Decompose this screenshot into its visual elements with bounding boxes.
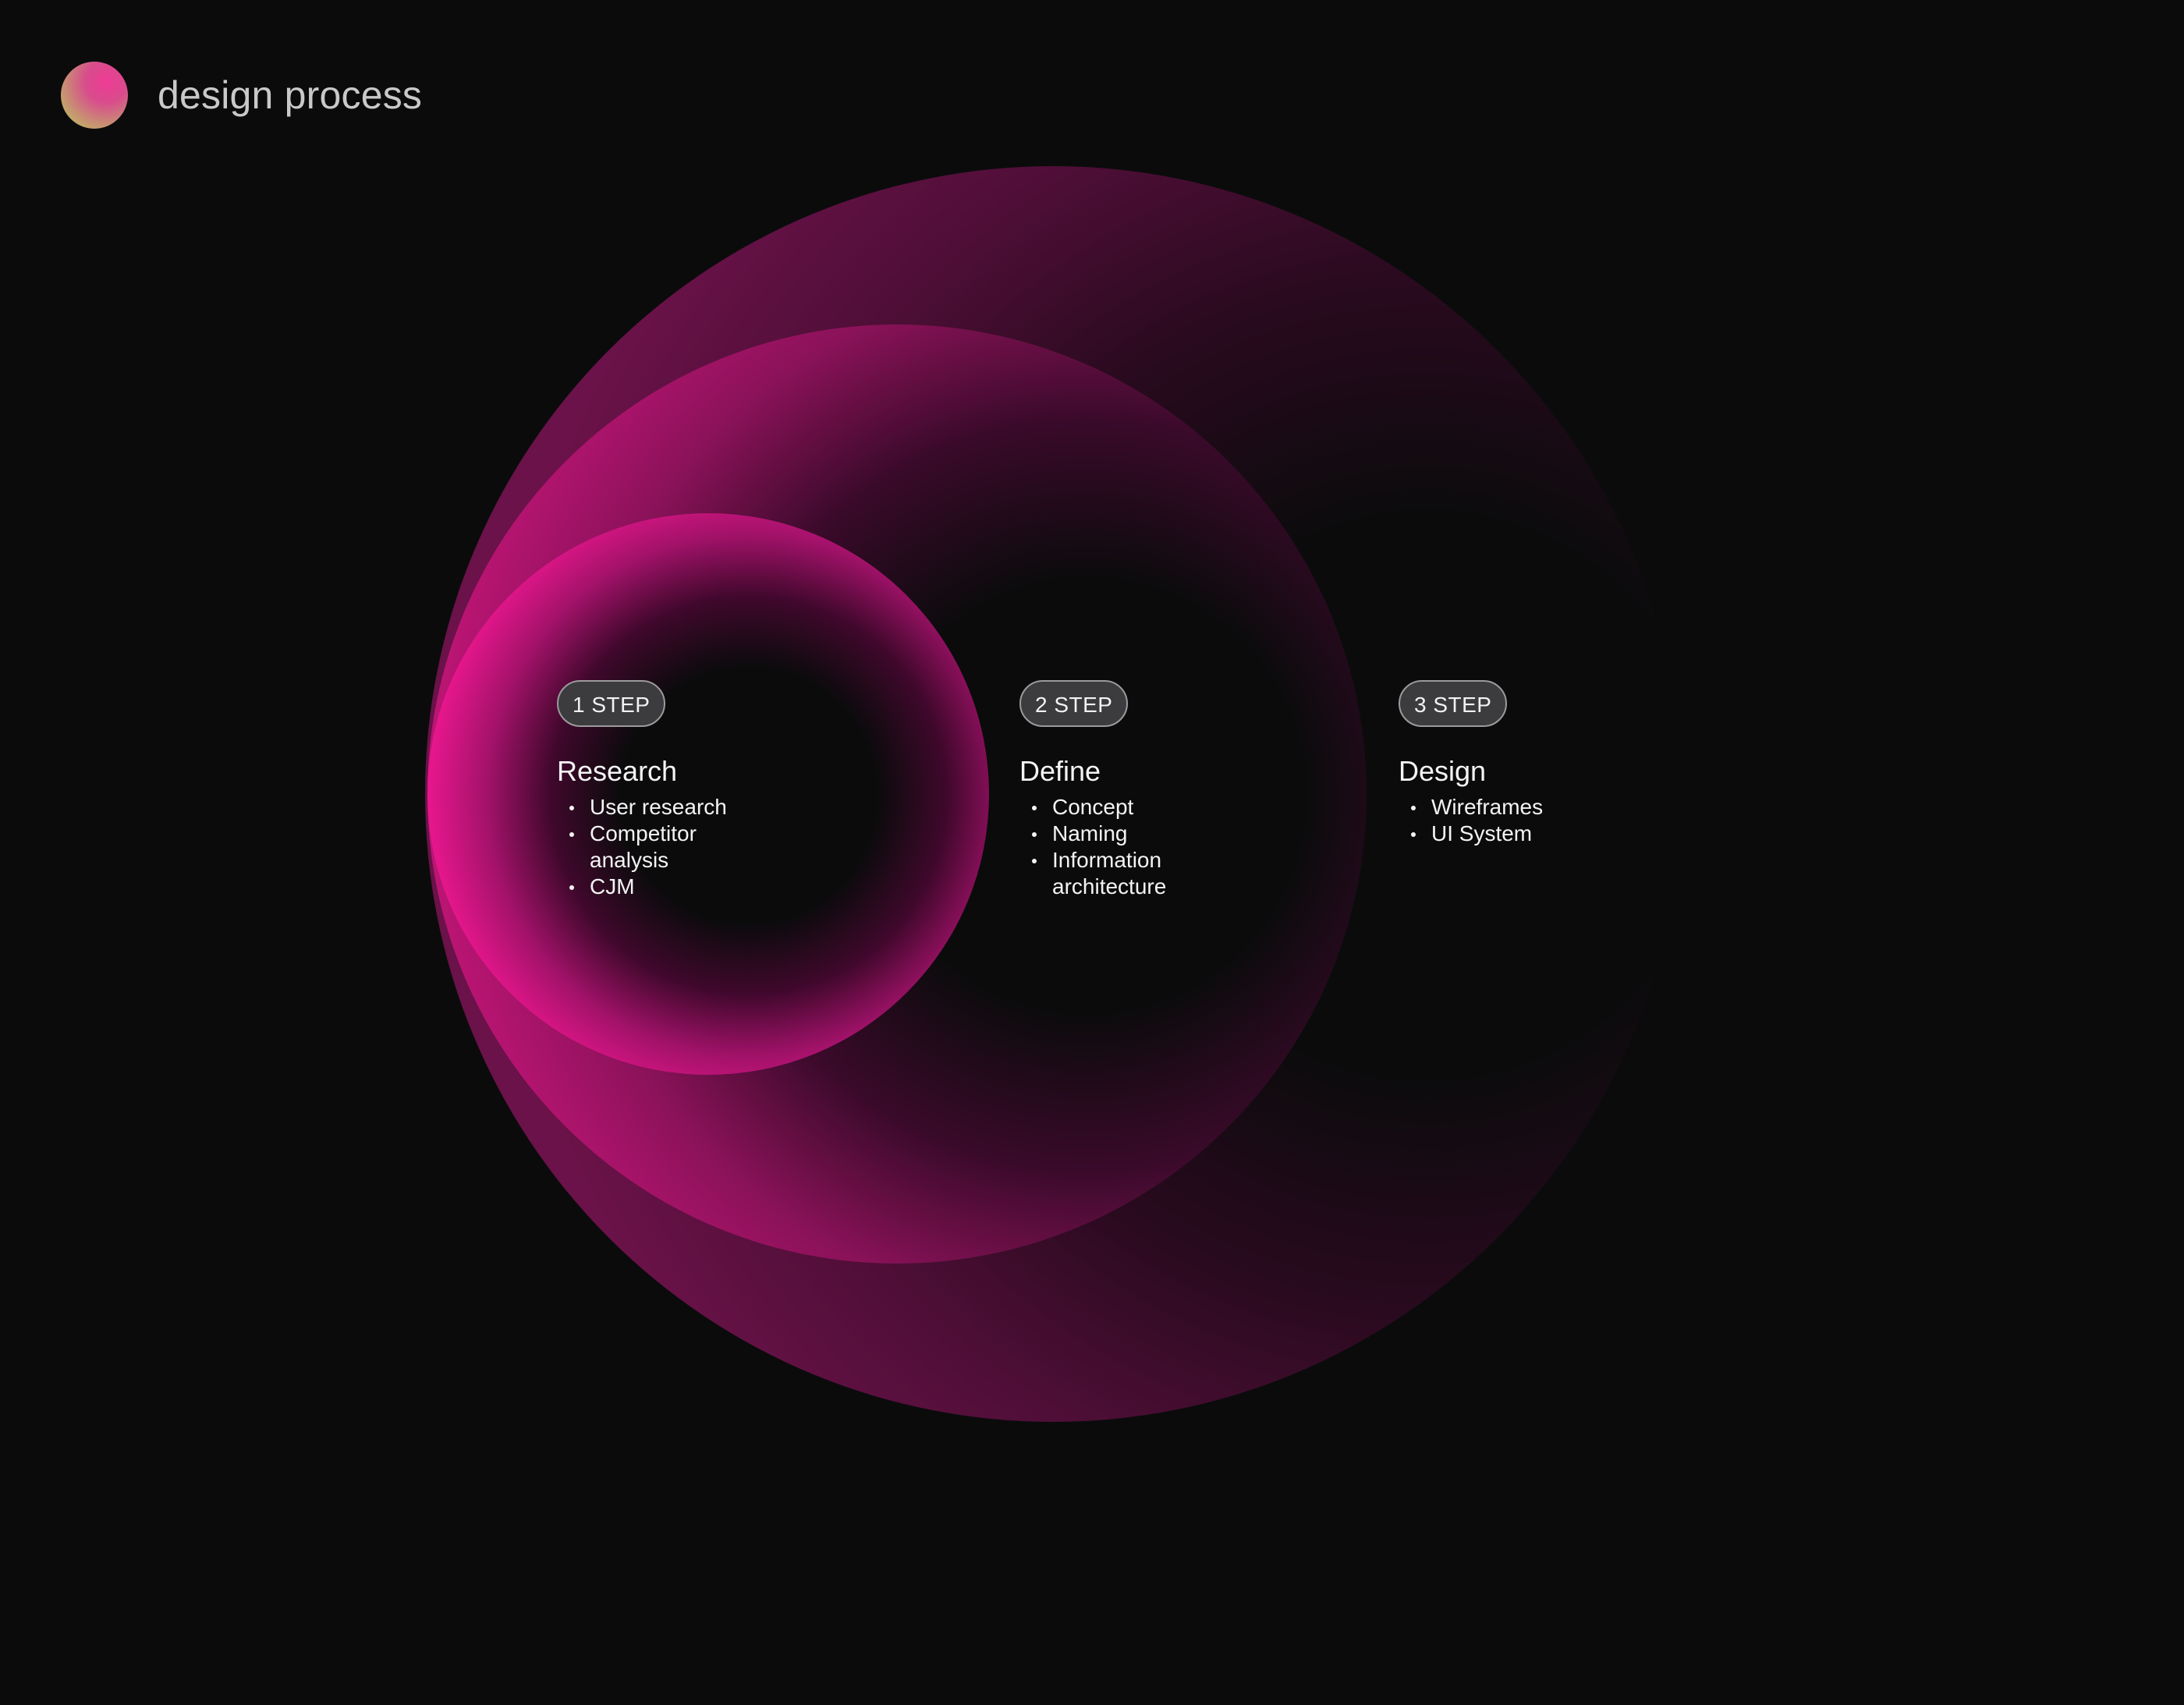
step-3: 3 STEP Design Wireframes UI System	[1399, 680, 1543, 847]
list-item: UI System	[1399, 821, 1543, 847]
step-item-list: User research Competitor analysis CJM	[557, 794, 727, 900]
list-item: User research	[557, 794, 727, 821]
list-item: Information architecture	[1019, 847, 1193, 900]
step-badge: 3 STEP	[1399, 680, 1508, 727]
gradient-sphere-icon	[61, 62, 128, 129]
step-badge: 2 STEP	[1019, 680, 1129, 727]
step-title: Define	[1019, 755, 1101, 787]
list-item: Competitor analysis	[557, 821, 722, 874]
step-2: 2 STEP Define Concept Naming Information…	[1019, 680, 1193, 900]
step-item-list: Concept Naming Information architecture	[1019, 794, 1193, 900]
list-item: Concept	[1019, 794, 1193, 821]
header: design process	[61, 61, 422, 129]
list-item: Wireframes	[1399, 794, 1543, 821]
list-item: CJM	[557, 874, 727, 900]
list-item: Naming	[1019, 821, 1193, 847]
step-1: 1 STEP Research User research Competitor…	[557, 680, 727, 900]
inner-ring	[427, 513, 989, 1075]
step-badge: 1 STEP	[557, 680, 666, 727]
step-title: Research	[557, 755, 678, 787]
step-item-list: Wireframes UI System	[1399, 794, 1543, 847]
step-title: Design	[1399, 755, 1487, 787]
page-title: design process	[158, 73, 423, 117]
